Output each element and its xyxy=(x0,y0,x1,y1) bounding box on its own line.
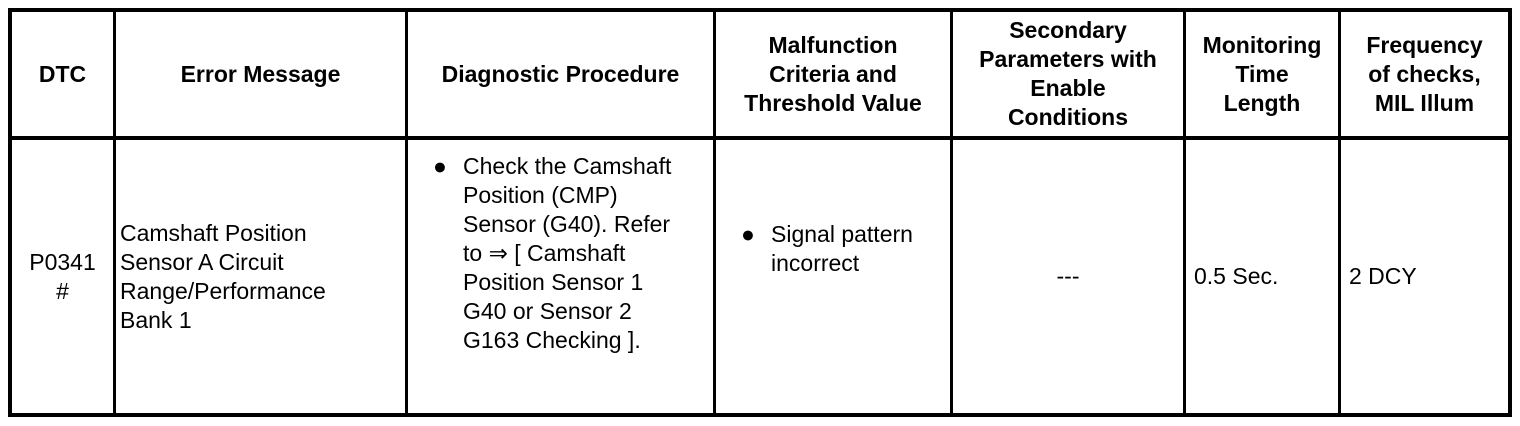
bullet-icon: ● xyxy=(433,153,447,179)
header-cell-secondary-parameters: Secondary Parameters with Enable Conditi… xyxy=(953,12,1186,140)
error-message-cell: Camshaft Position Sensor A Circuit Range… xyxy=(116,140,408,413)
header-cell-error-message: Error Message xyxy=(116,12,408,140)
header-cell-dtc: DTC xyxy=(12,12,116,140)
secondary-parameters-value: --- xyxy=(1056,263,1080,289)
monitoring-time-cell: 0.5 Sec. xyxy=(1186,140,1341,413)
malfunction-criteria-item: ● Signal pattern incorrect xyxy=(741,220,913,278)
malfunction-criteria-text: Signal pattern incorrect xyxy=(771,221,913,276)
header-cell-frequency: Frequency of checks, MIL Illum xyxy=(1341,12,1508,140)
secondary-parameters-cell: --- xyxy=(953,140,1186,413)
header-cell-malfunction-criteria: Malfunction Criteria and Threshold Value xyxy=(716,12,953,140)
dtc-table: DTC Error Message Diagnostic Procedure M… xyxy=(8,8,1512,417)
monitoring-time-value: 0.5 Sec. xyxy=(1194,263,1279,289)
frequency-value: 2 DCY xyxy=(1349,263,1417,289)
dtc-code-cell: P0341 # xyxy=(12,140,116,413)
diagnostic-procedure-text: Check the Camshaft Position (CMP) Sensor… xyxy=(463,153,672,353)
dtc-code: P0341 # xyxy=(29,248,96,304)
frequency-cell: 2 DCY xyxy=(1341,140,1508,413)
diagnostic-procedure-cell: ● Check the Camshaft Position (CMP) Sens… xyxy=(408,140,716,413)
malfunction-criteria-cell: ● Signal pattern incorrect xyxy=(716,140,953,413)
header-cell-diagnostic-procedure: Diagnostic Procedure xyxy=(408,12,716,140)
error-message-text: Camshaft Position Sensor A Circuit Range… xyxy=(120,219,326,333)
header-cell-monitoring-time: Monitoring Time Length xyxy=(1186,12,1341,140)
diagnostic-procedure-item: ● Check the Camshaft Position (CMP) Sens… xyxy=(433,152,707,355)
bullet-icon: ● xyxy=(741,221,755,247)
